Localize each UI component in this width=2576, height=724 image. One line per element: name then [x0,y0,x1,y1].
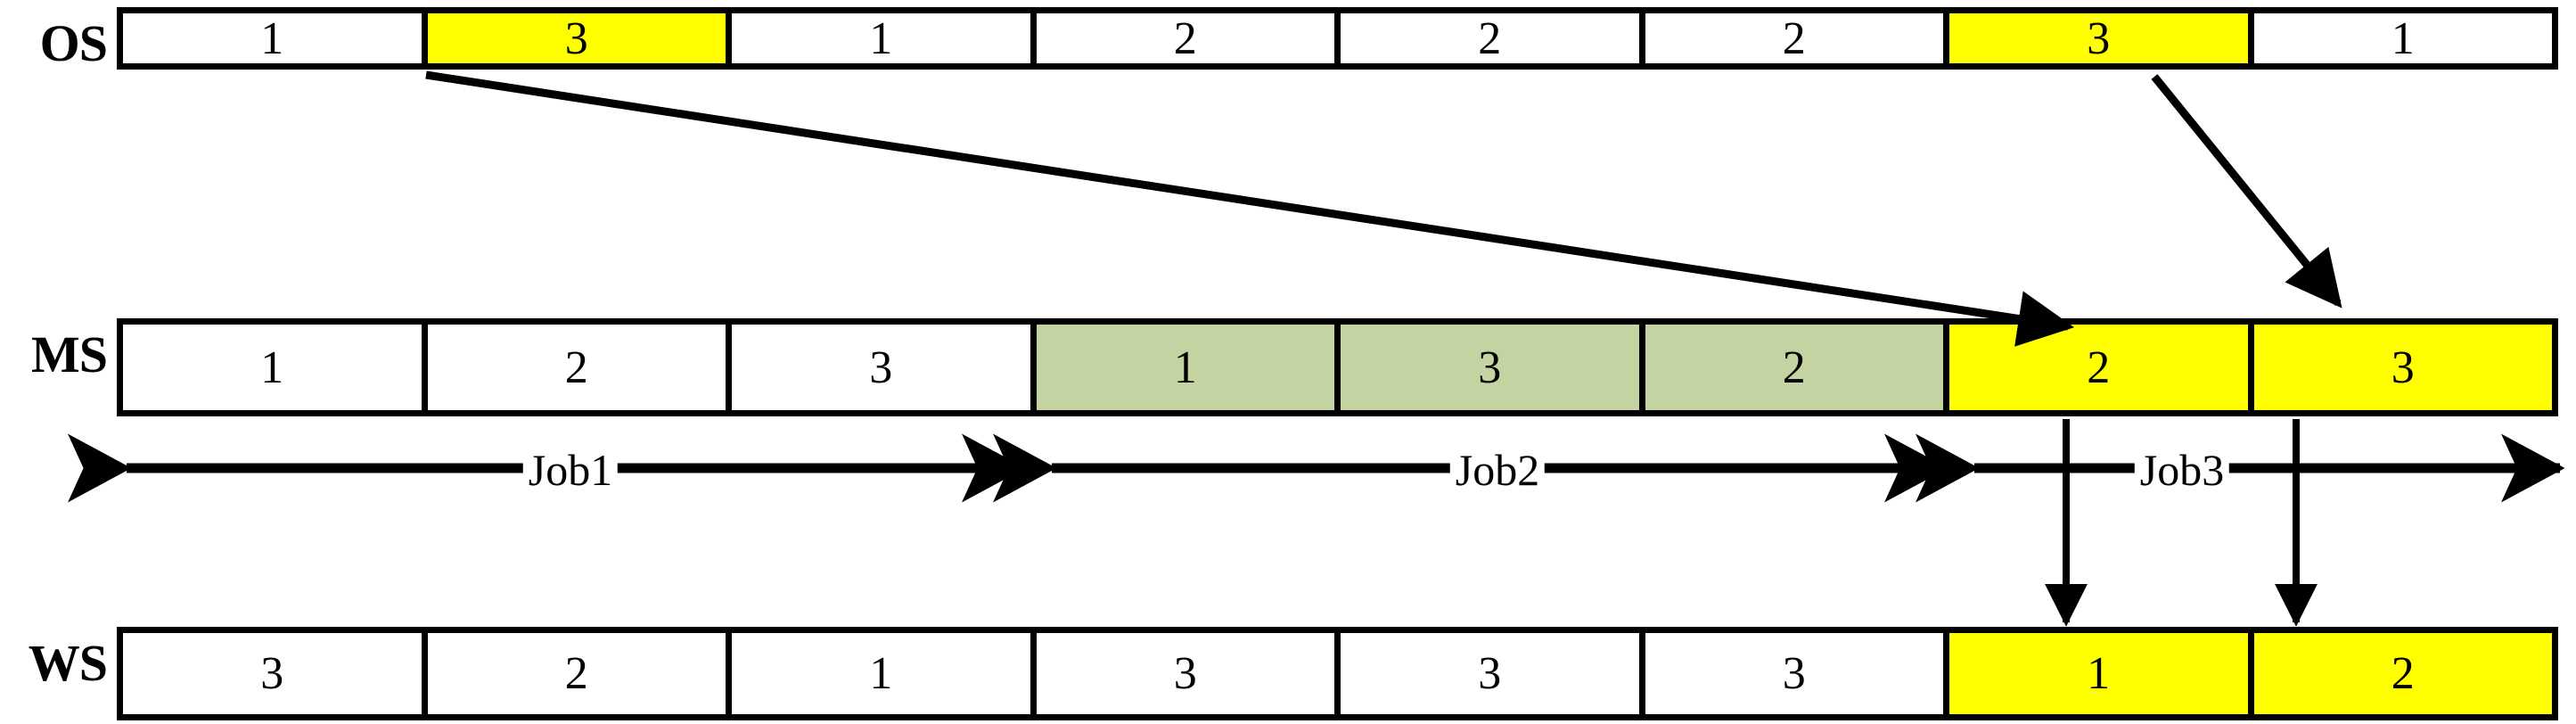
machine-sequence-row: 1 2 3 1 3 2 2 3 [117,318,2558,416]
worker-sequence-row-cell[interactable]: 3 [123,633,428,714]
machine-sequence-row-cell[interactable]: 1 [1036,325,1341,410]
row-label-os: OS [39,14,108,72]
operation-sequence-row-cell[interactable]: 3 [427,12,732,64]
job-span-label-job3: Job3 [2134,448,2230,492]
worker-sequence-row-cell[interactable]: 1 [732,633,1037,714]
worker-sequence-row-cell[interactable]: 3 [1036,633,1341,714]
cell-value: 1 [1173,341,1197,393]
cell-value: 3 [1478,341,1502,393]
cell-value: 2 [1173,12,1197,64]
arrow-os-cell7-to-ms-cell8 [2151,74,2342,309]
cell-value: 2 [1478,12,1502,64]
cell-value: 2 [564,341,588,393]
cell-value: 1 [869,648,893,699]
cell-value: 1 [260,12,284,64]
row-label-ws: WS [28,634,108,692]
worker-sequence-row-cell[interactable]: 1 [1949,633,2254,714]
cell-value: 3 [564,12,588,64]
cell-value: 2 [2391,648,2415,699]
operation-sequence-row-cell[interactable]: 1 [123,12,428,64]
operation-sequence-row-cell[interactable]: 2 [1036,12,1341,64]
worker-sequence-row-cell[interactable]: 3 [1341,633,1645,714]
job-span-label-job1: Job1 [522,448,619,492]
operation-sequence-row-cell[interactable]: 1 [732,12,1037,64]
operation-sequence-row: 1 3 1 2 2 2 3 1 [117,7,2558,70]
machine-sequence-row-cell[interactable]: 1 [123,325,428,410]
operation-sequence-row-cell[interactable]: 3 [1949,12,2254,64]
machine-sequence-row-cell[interactable]: 3 [1341,325,1645,410]
worker-sequence-row: 3 2 1 3 3 3 1 2 [117,627,2558,720]
cell-value: 3 [869,341,893,393]
machine-sequence-row-cell[interactable]: 3 [2253,325,2552,410]
cell-value: 2 [2087,341,2111,393]
cell-value: 3 [260,648,284,699]
cell-value: 1 [260,341,284,393]
cell-value: 3 [1782,648,1806,699]
arrow-os-cell2-to-ms-cell7 [425,70,2075,347]
cell-value: 1 [2391,12,2415,64]
machine-sequence-row-cell[interactable]: 3 [732,325,1037,410]
machine-sequence-row-cell[interactable]: 2 [1949,325,2254,410]
cell-value: 1 [2087,648,2111,699]
worker-sequence-row-cell[interactable]: 2 [2253,633,2552,714]
cell-value: 2 [1782,341,1806,393]
row-label-ms: MS [31,325,108,383]
machine-sequence-row-cell[interactable]: 2 [1645,325,1949,410]
operation-sequence-row-cell[interactable]: 2 [1645,12,1949,64]
job-span-label-job2: Job2 [1449,448,1546,492]
cell-value: 2 [564,648,588,699]
machine-sequence-row-cell[interactable]: 2 [427,325,732,410]
worker-sequence-row-cell[interactable]: 2 [427,633,732,714]
cell-value: 1 [869,12,893,64]
cell-value: 3 [2087,12,2111,64]
cell-value: 3 [1478,648,1502,699]
cell-value: 2 [1782,12,1806,64]
operation-sequence-row-cell[interactable]: 1 [2253,12,2552,64]
operation-sequence-row-cell[interactable]: 2 [1341,12,1645,64]
cell-value: 3 [1173,648,1197,699]
cell-value: 3 [2391,341,2415,393]
worker-sequence-row-cell[interactable]: 3 [1645,633,1949,714]
